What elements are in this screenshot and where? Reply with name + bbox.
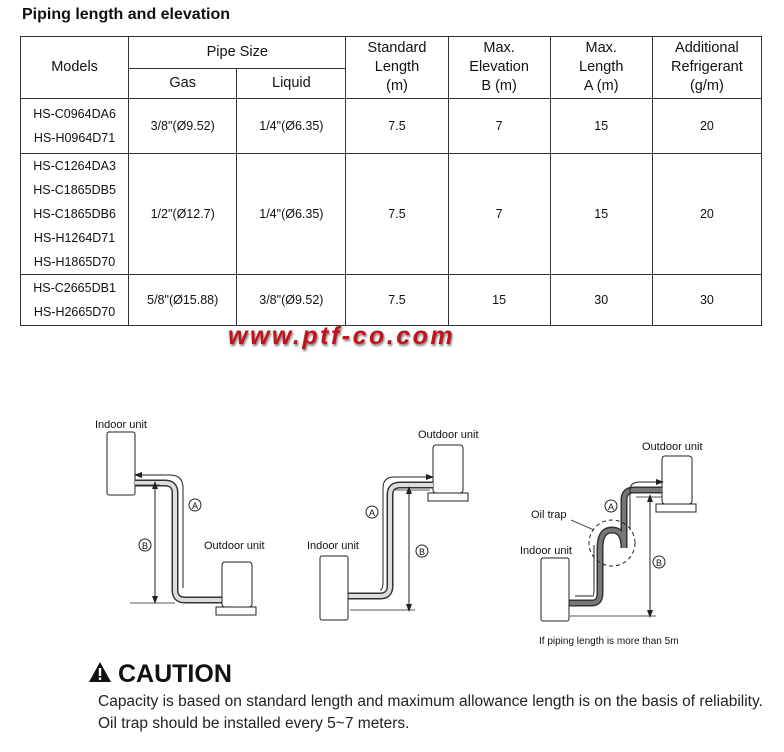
outdoor-unit-label: Outdoor unit: [418, 429, 479, 441]
label-b: B: [656, 558, 662, 568]
indoor-unit-label: Indoor unit: [307, 540, 359, 552]
max-elevation-cell: 7: [447, 153, 551, 275]
standard-length-cell: 7.5: [345, 153, 449, 275]
gas-cell: 3/8"(Ø9.52): [128, 98, 238, 154]
oil-trap-label: Oil trap: [531, 509, 566, 521]
outdoor-unit-icon: [661, 455, 693, 505]
label-b: B: [142, 541, 148, 551]
gas-cell: 5/8"(Ø15.88): [128, 274, 238, 326]
outdoor-unit-icon: [432, 444, 464, 494]
piping-diagrams: Indoor unit A B Outdoor unit Outdoor uni…: [95, 419, 703, 647]
standard-length-cell: 7.5: [345, 274, 449, 326]
indoor-unit-icon: [540, 557, 570, 622]
indoor-unit-icon: [106, 431, 136, 496]
warning-icon: [88, 661, 112, 690]
gas-cell: 1/2"(Ø12.7): [128, 153, 238, 275]
diagram-outdoor-above: Outdoor unit A B Indoor unit: [307, 429, 479, 621]
piping-note: If piping length is more than 5m: [539, 636, 679, 647]
liquid-cell: 3/8"(Ø9.52): [236, 274, 347, 326]
header-gas: Gas: [128, 68, 238, 99]
outdoor-unit-icon: [221, 561, 253, 608]
max-elevation-cell: 15: [447, 274, 551, 326]
page-title: Piping length and elevation: [22, 6, 231, 23]
refrigerant-cell: 30: [651, 274, 763, 326]
indoor-unit-icon: [319, 555, 349, 621]
max-length-cell: 15: [549, 153, 653, 275]
diagram-oil-trap: Outdoor unit Oil trap A B Indoor unit If…: [520, 441, 703, 647]
liquid-cell: 1/4"(Ø6.35): [236, 153, 347, 275]
outdoor-unit-label: Outdoor unit: [642, 441, 703, 453]
outdoor-unit-label: Outdoor unit: [204, 540, 265, 552]
refrigerant-cell: 20: [651, 98, 763, 154]
website-watermark: www.ptf-co.com: [228, 322, 456, 350]
diagram-indoor-above: Indoor unit A B Outdoor unit: [95, 419, 265, 616]
refrigerant-cell: 20: [651, 153, 763, 275]
header-pipe-size: Pipe Size: [128, 36, 347, 69]
caution-heading: CAUTION: [88, 660, 232, 690]
label-b: B: [419, 547, 425, 557]
max-elevation-cell: 7: [447, 98, 551, 154]
liquid-cell: 1/4"(Ø6.35): [236, 98, 347, 154]
standard-length-cell: 7.5: [345, 98, 449, 154]
indoor-unit-label: Indoor unit: [95, 419, 147, 431]
caution-line: Capacity is based on standard length and…: [98, 693, 763, 710]
caution-label: CAUTION: [118, 660, 232, 688]
header-liquid: Liquid: [236, 68, 347, 99]
label-a: A: [192, 501, 198, 511]
label-a: A: [369, 508, 375, 518]
indoor-unit-label: Indoor unit: [520, 545, 572, 557]
caution-line: Oil trap should be installed every 5~7 m…: [98, 715, 410, 732]
header-models: Models: [19, 36, 130, 99]
max-length-cell: 30: [549, 274, 653, 326]
max-length-cell: 15: [549, 98, 653, 154]
label-a: A: [608, 502, 614, 512]
